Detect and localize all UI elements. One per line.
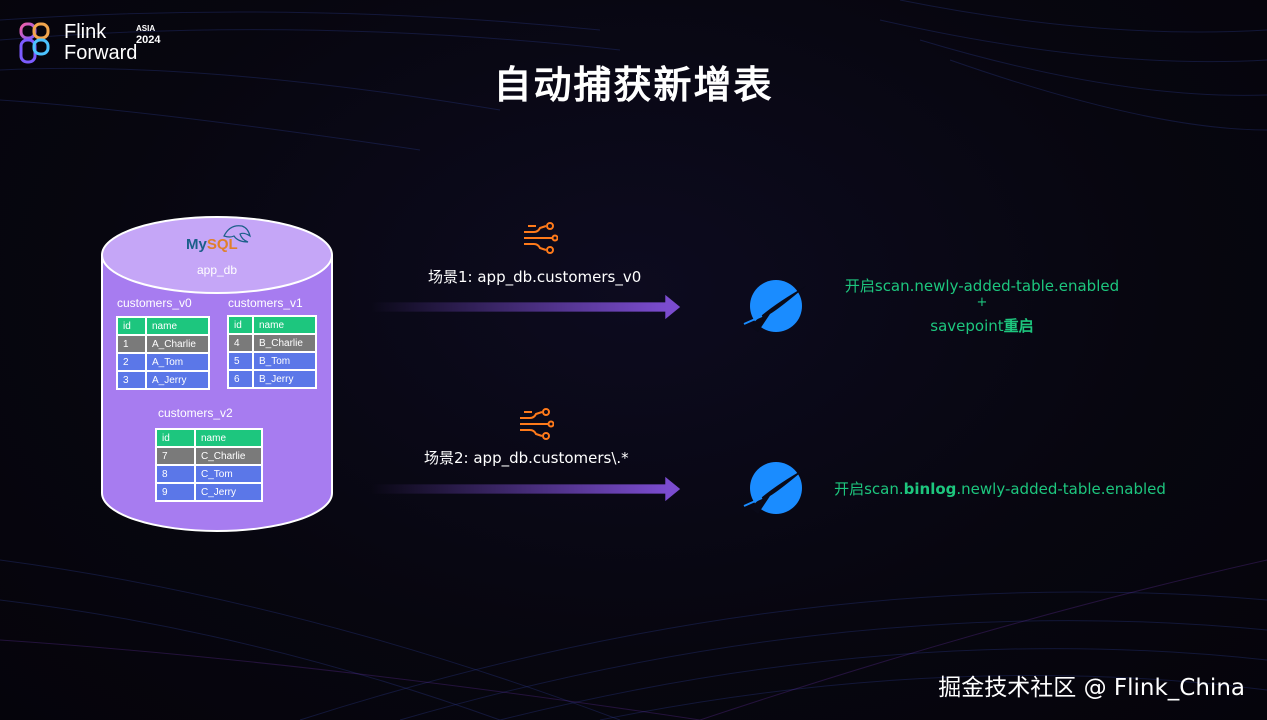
- table-cell: B_Charlie: [252, 333, 317, 353]
- scenario2-arrow: [371, 476, 681, 502]
- table-cell: 8: [155, 464, 196, 484]
- flink-cdc-logo-icon: [743, 280, 806, 332]
- scenario2-result-binlog: binlog: [903, 480, 957, 498]
- table-cell: A_Charlie: [145, 334, 210, 354]
- scenario1-label: 场景1: app_db.customers_v0: [428, 268, 642, 286]
- table-header-cell: id: [227, 315, 254, 335]
- database-name: app_db: [196, 263, 238, 277]
- data-connector-icon: [524, 222, 558, 254]
- logo-line1: Flink: [64, 21, 107, 43]
- slide-title: 自动捕获新增表: [493, 63, 774, 107]
- scenario1-result-line1: 开启scan.newly-added-table.enabled: [844, 277, 1120, 295]
- table-cell: B_Tom: [252, 351, 317, 371]
- table-cell: 1: [116, 334, 147, 354]
- table-header-cell: name: [194, 428, 263, 448]
- table-cell: 2: [116, 352, 147, 372]
- table-name-v0: customers_v0: [117, 296, 192, 310]
- mysql-dolphin-icon: [223, 225, 251, 243]
- table-cell: 9: [155, 482, 196, 502]
- table-cell: A_Jerry: [145, 370, 210, 390]
- table-cell: C_Jerry: [194, 482, 263, 502]
- scenario2-result-a: 开启scan.: [834, 480, 904, 498]
- mysql-logo: MySQL: [186, 236, 238, 253]
- table-cell: 4: [227, 333, 254, 353]
- scenario1-savepoint: savepoint: [930, 317, 1004, 335]
- table-cell: 3: [116, 370, 147, 390]
- table-cell: A_Tom: [145, 352, 210, 372]
- logo-badge: ASIA: [136, 24, 156, 33]
- table-cell: 7: [155, 446, 196, 466]
- watermark: 掘金技术社区 @ Flink_China: [938, 675, 1245, 701]
- table-cell: C_Charlie: [194, 446, 263, 466]
- logo-year: 2024: [136, 34, 161, 46]
- table-cell: C_Tom: [194, 464, 263, 484]
- table-name-v1: customers_v1: [228, 296, 303, 310]
- flink-cdc-logo-icon: [743, 462, 806, 514]
- flink-forward-logo: Flink Forward ASIA 2024: [18, 20, 168, 70]
- table-header-cell: id: [116, 316, 147, 336]
- scenario2-result: 开启scan.binlog.newly-added-table.enabled: [820, 478, 1180, 499]
- scenario1-result-plus: +: [976, 295, 988, 310]
- mysql-logo-my: My: [186, 236, 207, 253]
- table-cell: B_Jerry: [252, 369, 317, 389]
- table-cell: 5: [227, 351, 254, 371]
- table-header-cell: name: [145, 316, 210, 336]
- table-cell: 6: [227, 369, 254, 389]
- mysql-logo-sql: SQL: [206, 236, 238, 253]
- scenario1-result-line3: savepoint重启: [832, 315, 1132, 336]
- scenario2-result-c: .newly-added-table.enabled: [956, 480, 1166, 498]
- table-header-cell: name: [252, 315, 317, 335]
- scenario1-arrow: [371, 294, 681, 320]
- table-name-v2: customers_v2: [158, 406, 233, 420]
- table-header-cell: id: [155, 428, 196, 448]
- flink-forward-mark-icon: [19, 22, 50, 64]
- data-connector-icon: [520, 408, 554, 440]
- scenario2-label: 场景2: app_db.customers\.*: [424, 449, 629, 467]
- scenario1-restart: 重启: [1003, 317, 1034, 335]
- logo-line2: Forward: [64, 42, 138, 64]
